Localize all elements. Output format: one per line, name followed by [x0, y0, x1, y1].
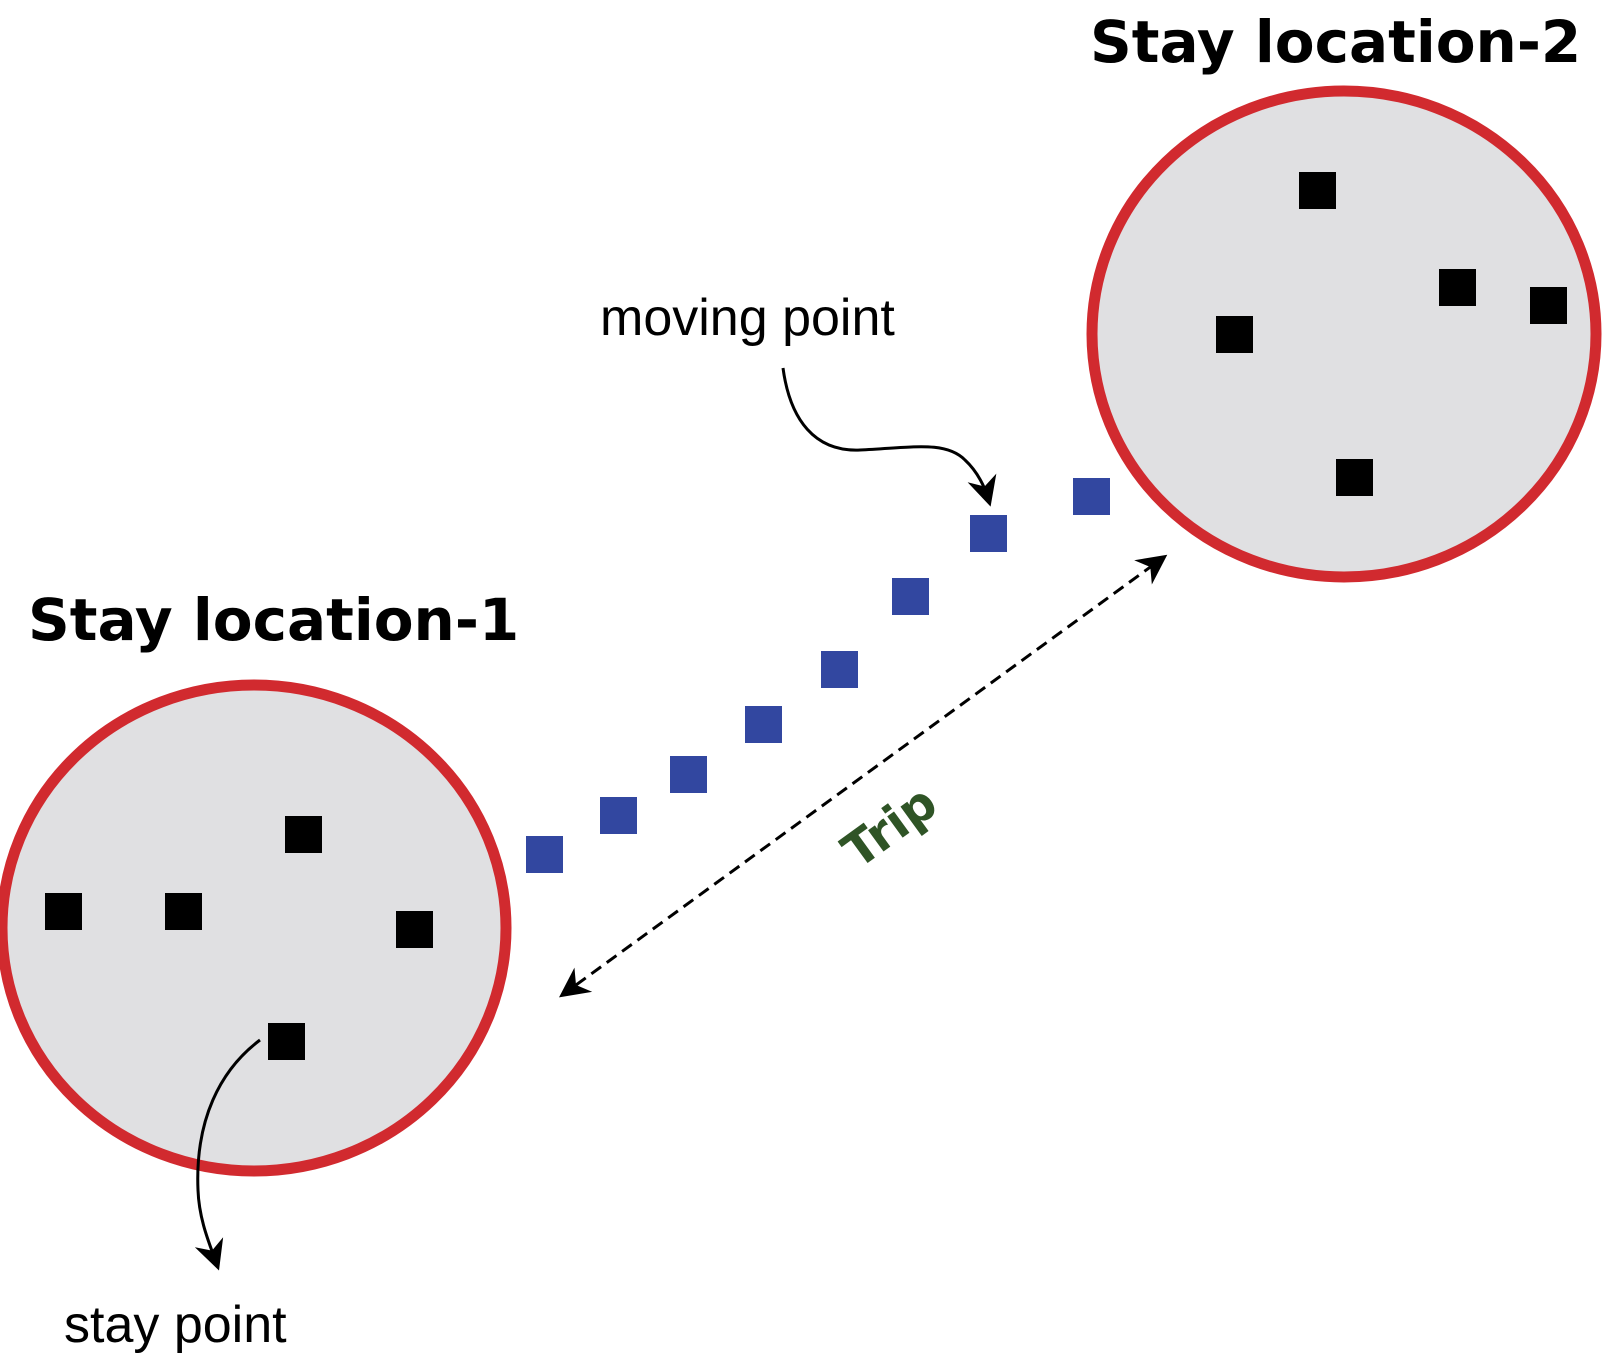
moving-point: [600, 797, 637, 834]
stay-location-1-circle: [0, 679, 512, 1177]
stay-point: [45, 893, 82, 930]
stay-point: [1299, 172, 1336, 209]
stay-location-2-title: Stay location-2: [1090, 8, 1581, 76]
trip-label: Trip: [832, 774, 947, 879]
moving-point: [670, 756, 707, 793]
stay-point: [285, 816, 322, 853]
moving-point: [970, 515, 1007, 552]
stay-point: [1530, 287, 1567, 324]
moving-point: [821, 651, 858, 688]
moving-point: [745, 706, 782, 743]
stay-location-2-circle: [1086, 85, 1602, 583]
stay-point: [268, 1023, 305, 1060]
moving-point: [1073, 478, 1110, 515]
stay-point: [396, 911, 433, 948]
moving-point: [526, 836, 563, 873]
trip-arrow: [559, 554, 1168, 998]
stay-point-label: stay point: [64, 1296, 287, 1354]
stay-point: [1216, 316, 1253, 353]
stay-point: [1439, 269, 1476, 306]
moving-point-label: moving point: [600, 289, 895, 347]
stay-point: [165, 893, 202, 930]
stay-point: [1336, 459, 1373, 496]
moving-point-pointer-arrow: [781, 367, 997, 507]
stay-location-1-title: Stay location-1: [28, 586, 519, 654]
moving-point: [892, 578, 929, 615]
stay-point-pointer-arrow: [194, 1038, 261, 1271]
